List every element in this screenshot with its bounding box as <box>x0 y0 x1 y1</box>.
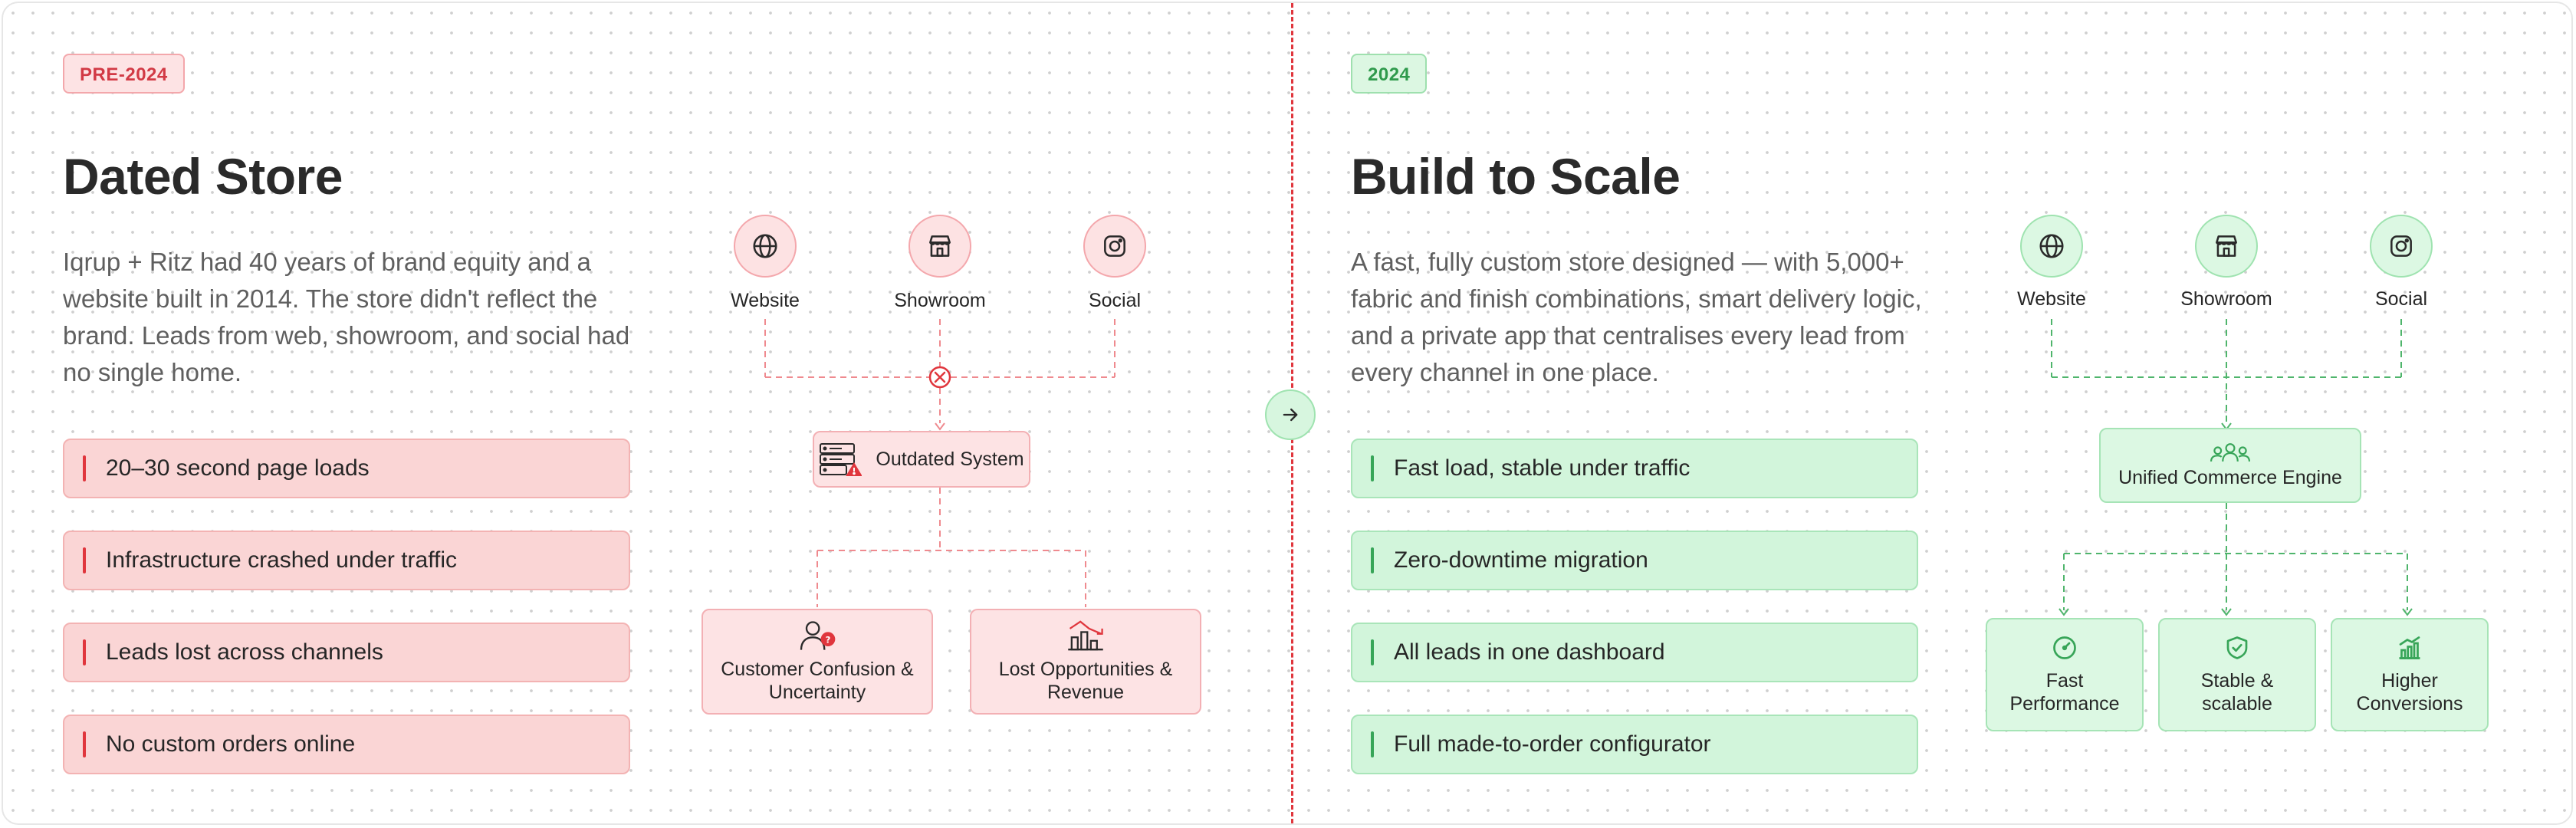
benefit-item: Fast load, stable under traffic <box>1351 439 1918 498</box>
outcome-label: Higher Conversions <box>2356 670 2463 715</box>
left-description: Iqrup + Ritz had 40 years of brand equit… <box>63 248 630 386</box>
globe-icon <box>753 234 777 258</box>
pain-point-label: No custom orders online <box>106 731 356 757</box>
outcome-fast-performance: Fast Performance <box>1986 618 2144 731</box>
outcome-customer-confusion: ? Customer Confusion & Uncertainty <box>702 609 933 715</box>
speed-gauge-icon <box>2053 636 2076 659</box>
users-group-icon <box>2210 442 2250 462</box>
channel-label: Showroom <box>894 290 986 311</box>
benefit-label: All leads in one dashboard <box>1394 639 1665 665</box>
outcome-lost-opportunities: Lost Opportunities & Revenue <box>970 609 1201 715</box>
benefit-item: All leads in one dashboard <box>1351 623 1918 682</box>
hub-outdated-system: Outdated System <box>813 431 1030 488</box>
server-warning-icon <box>820 443 863 476</box>
channel-label: Social <box>1088 290 1142 311</box>
storefront-icon <box>929 235 951 257</box>
confused-user-icon: ? <box>800 621 836 650</box>
channel-node-website <box>734 215 797 278</box>
benefit-label: Fast load, stable under traffic <box>1394 455 1691 481</box>
pain-point-item: 20–30 second page loads <box>63 439 630 498</box>
accent-bar <box>83 731 86 757</box>
hub-label: Outdated System <box>876 448 1024 470</box>
channel-node-website <box>2020 215 2083 278</box>
benefit-label: Full made-to-order configurator <box>1394 731 1711 757</box>
channel-label: Website <box>731 290 800 311</box>
outcome-label: Lost Opportunities & Revenue <box>998 659 1173 703</box>
outcome-stable-scalable: Stable & scalable <box>2158 618 2316 731</box>
outcome-label: Stable & scalable <box>2200 670 2274 715</box>
declining-chart-icon <box>1068 620 1103 651</box>
accent-bar <box>1371 639 1374 665</box>
benefit-label: Zero-downtime migration <box>1394 547 1648 573</box>
svg-text:?: ? <box>826 634 831 645</box>
channel-node-showroom <box>909 215 971 278</box>
pain-point-item: No custom orders online <box>63 715 630 774</box>
outcome-higher-conversions: Higher Conversions <box>2331 618 2489 731</box>
right-description: A fast, fully custom store designed — wi… <box>1351 248 1922 386</box>
outcome-label: Fast Performance <box>2009 670 2120 715</box>
arrow-right-icon <box>1283 408 1298 422</box>
channel-label: Social <box>2374 288 2428 310</box>
right-title: Build to Scale <box>1351 148 1681 205</box>
benefit-item: Full made-to-order configurator <box>1351 715 1918 774</box>
era-tag-2024: 2024 <box>1351 54 1428 94</box>
shield-check-icon <box>2226 636 2248 659</box>
globe-icon <box>2039 234 2064 258</box>
instagram-icon <box>1104 235 1125 257</box>
growth-chart-icon <box>2399 636 2420 659</box>
accent-bar <box>83 639 86 665</box>
accent-bar <box>83 455 86 481</box>
hub-unified-commerce-engine: Unified Commerce Engine <box>2099 428 2361 503</box>
channel-node-social <box>1083 215 1146 278</box>
accent-bar <box>1371 547 1374 573</box>
accent-bar <box>1371 731 1374 757</box>
channel-node-showroom <box>2195 215 2258 278</box>
transition-arrow <box>1265 389 1316 440</box>
pain-point-item: Infrastructure crashed under traffic <box>63 531 630 590</box>
benefit-item: Zero-downtime migration <box>1351 531 1918 590</box>
era-tag-pre-2024: PRE-2024 <box>63 54 185 94</box>
channel-label: Showroom <box>2180 288 2272 310</box>
pain-point-label: 20–30 second page loads <box>106 455 370 481</box>
storefront-icon <box>2216 235 2237 257</box>
channel-node-social <box>2370 215 2433 278</box>
left-title: Dated Store <box>63 148 343 205</box>
pain-point-item: Leads lost across channels <box>63 623 630 682</box>
channel-label: Website <box>2017 288 2086 310</box>
instagram-icon <box>2390 235 2412 257</box>
pain-point-label: Leads lost across channels <box>106 639 383 665</box>
outcome-label: Customer Confusion & Uncertainty <box>721 659 914 703</box>
pain-point-label: Infrastructure crashed under traffic <box>106 547 457 573</box>
hub-label: Unified Commerce Engine <box>2118 466 2342 488</box>
broken-link-icon <box>928 366 951 389</box>
accent-bar <box>1371 455 1374 481</box>
accent-bar <box>83 547 86 573</box>
